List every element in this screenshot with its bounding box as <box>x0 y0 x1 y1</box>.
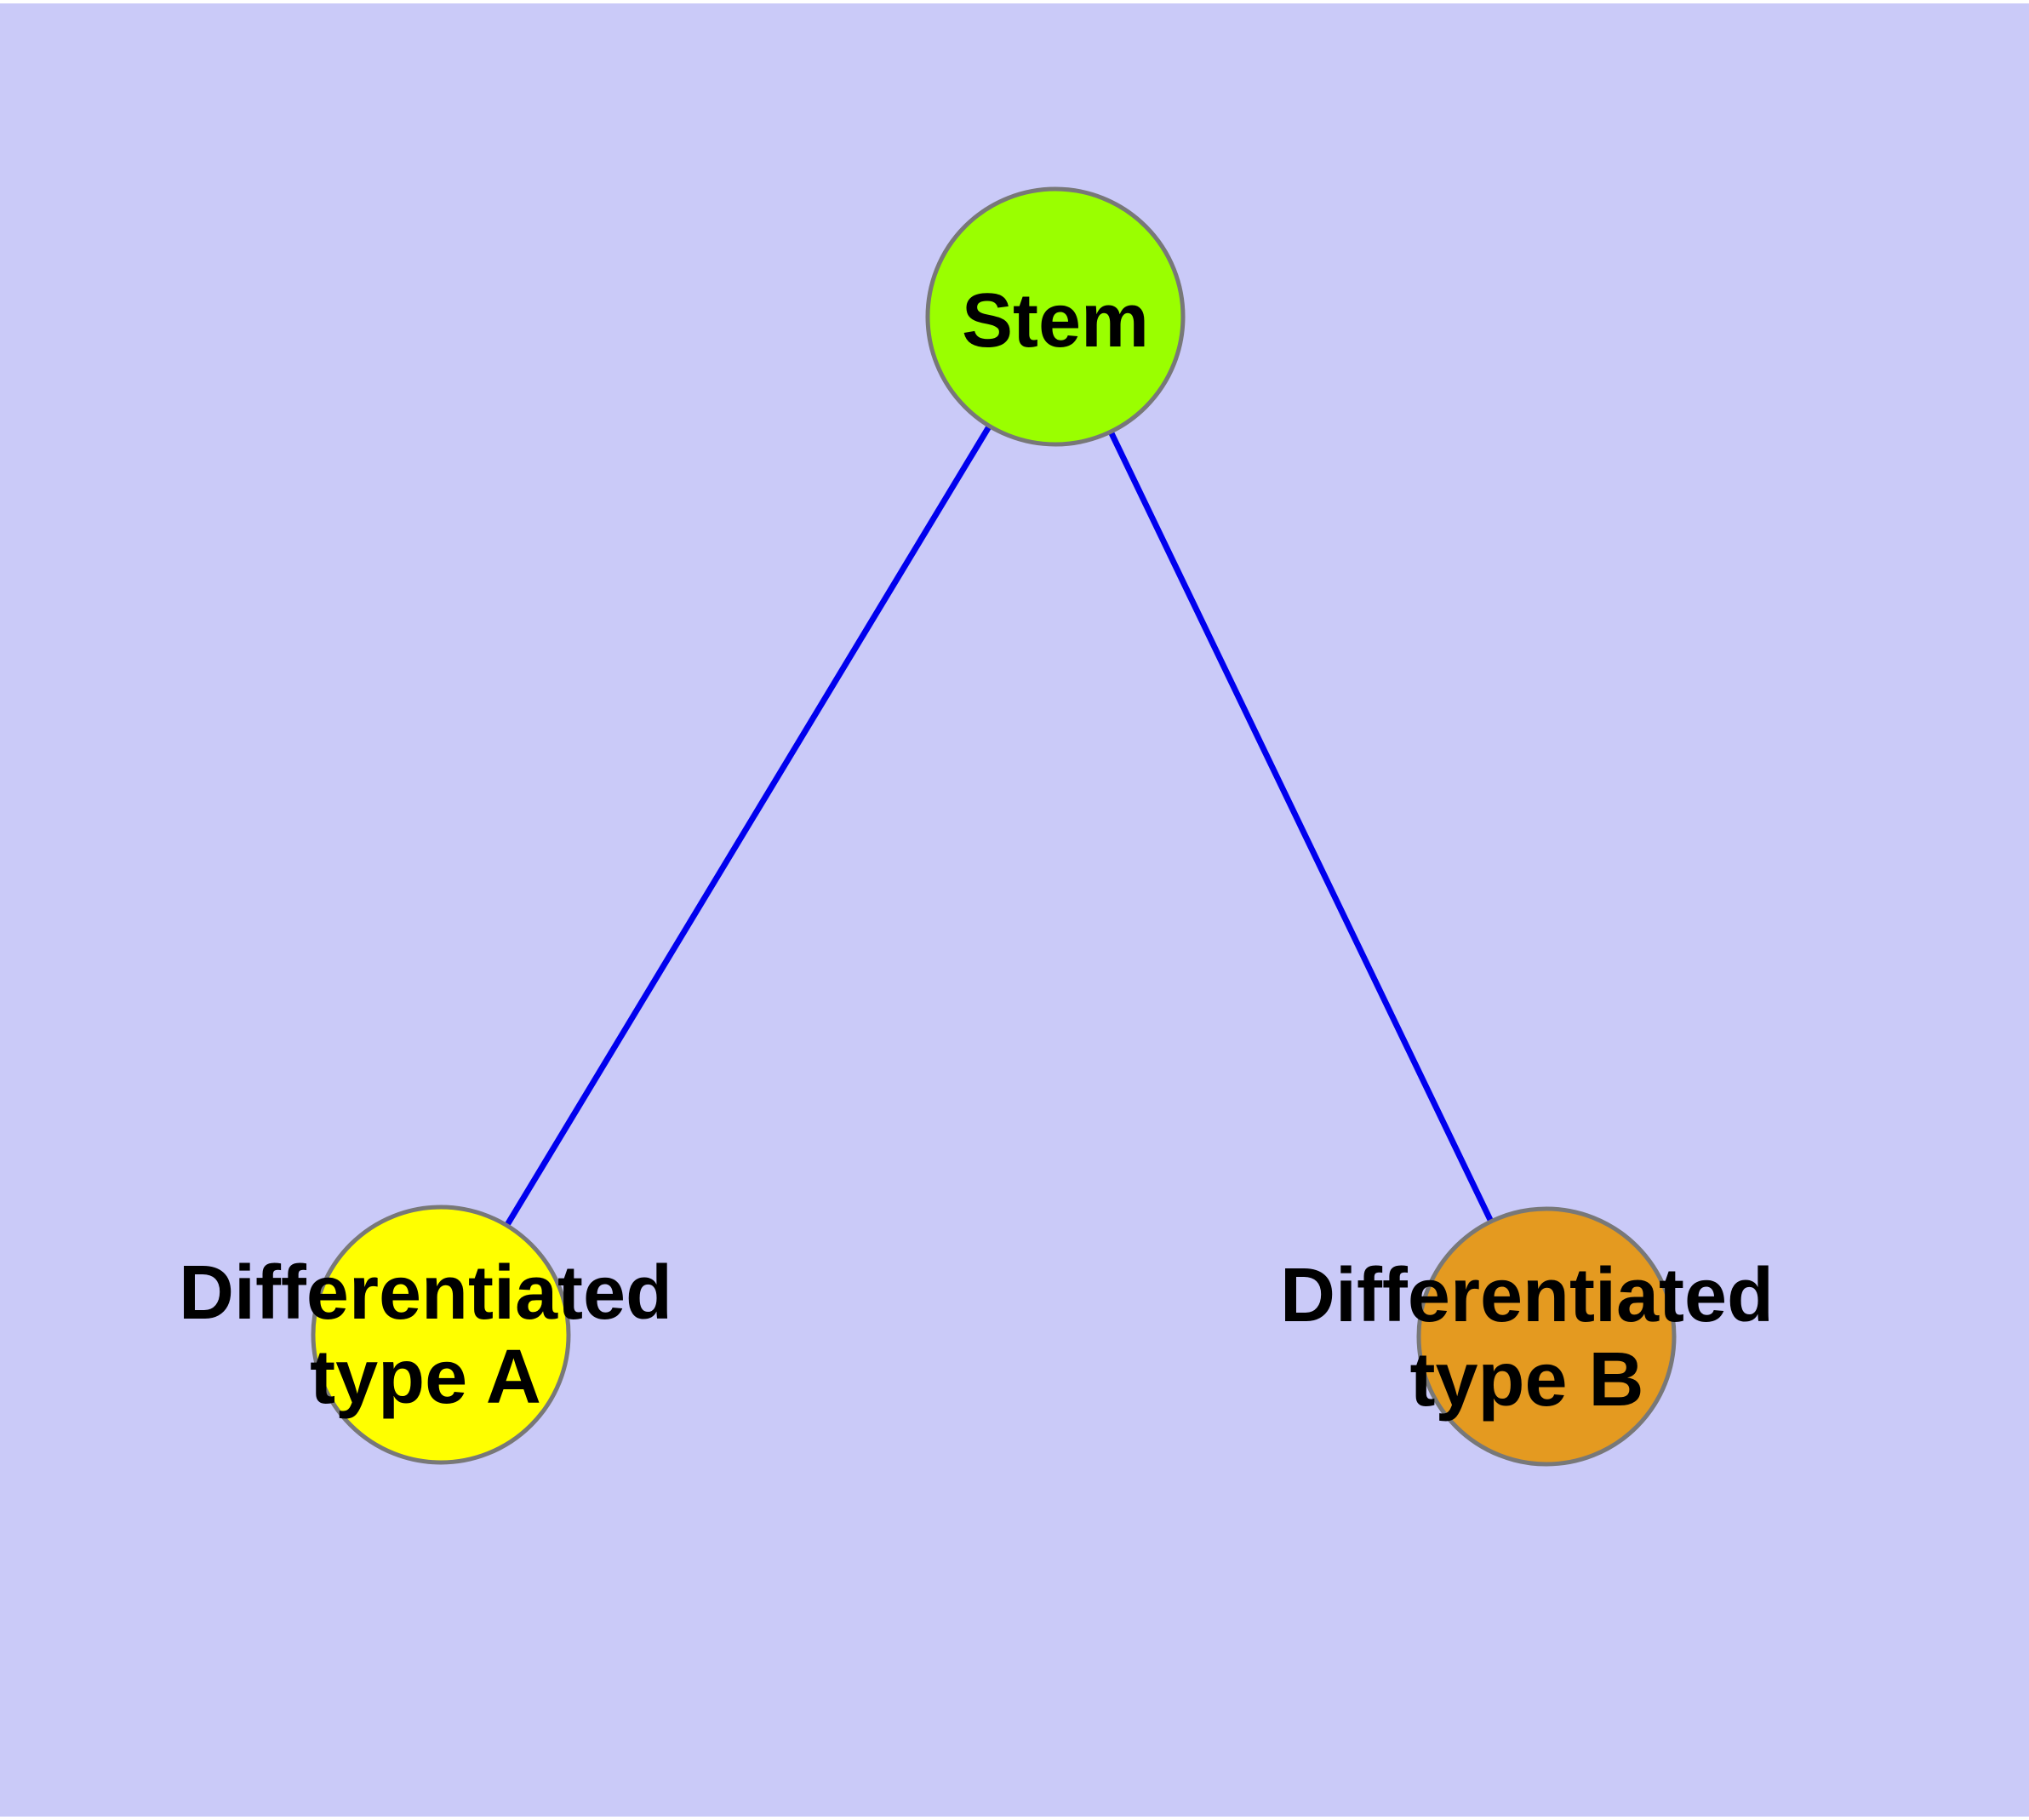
edge-stem-to-type-b <box>1052 315 1550 1338</box>
node-differentiated-type-b-label-line1: Differentiated <box>1280 1253 1774 1338</box>
node-stem: Stem <box>925 186 1186 447</box>
node-differentiated-type-b-label-line2: type B <box>1409 1337 1643 1422</box>
node-differentiated-type-a-label-line1: Differentiated <box>179 1251 672 1336</box>
node-stem-circle <box>925 186 1186 447</box>
node-differentiated-type-a-label-line2: type A <box>310 1335 541 1420</box>
node-stem-label: Stem <box>962 278 1149 363</box>
node-differentiated-type-b: Differentiated type B <box>1280 1206 1774 1467</box>
node-differentiated-type-a: Differentiated type A <box>179 1205 672 1465</box>
edge-stem-to-type-a <box>438 315 1058 1336</box>
node-differentiated-type-a-circle <box>311 1205 571 1465</box>
node-differentiated-type-b-circle <box>1416 1206 1677 1467</box>
